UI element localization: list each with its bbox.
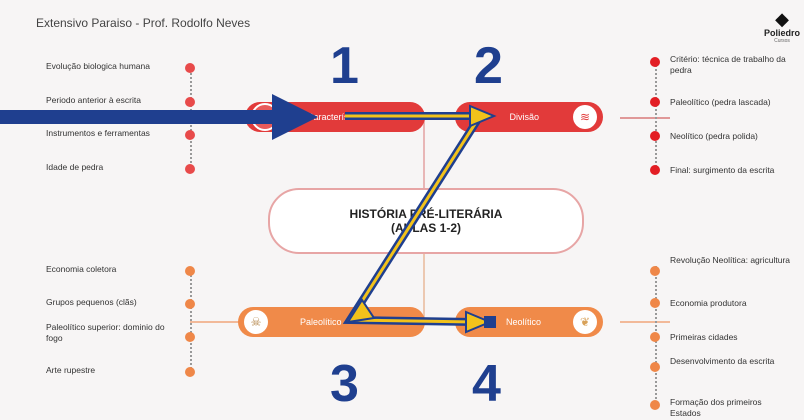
bullet-dot: [185, 164, 195, 174]
list-item: Critério: técnica de trabalho da pedra: [670, 54, 786, 75]
step-number-1: 1: [330, 37, 359, 95]
list-item: Evolução biologica humana: [46, 61, 150, 71]
wheat-icon: ❦: [573, 310, 597, 334]
central-title: HISTÓRIA PRÉ-LITERÁRIA: [349, 207, 503, 221]
bullet-dot: [650, 97, 660, 107]
logo-name: Poliedro: [763, 28, 800, 38]
bullet-dot: [650, 266, 660, 276]
list-item: Revolução Neolítica: agricultura: [670, 255, 791, 265]
step-number-2: 2: [474, 37, 503, 95]
list-item: Neolítico (pedra polida): [670, 131, 758, 141]
bullet-dot: [185, 63, 195, 73]
node-label: Neolítico: [505, 317, 541, 327]
z-path-yellow: [345, 114, 483, 324]
poliedro-logo: ◆ Poliedro Cursos: [762, 10, 802, 44]
bullet-dot: [650, 400, 660, 410]
list-item: Desenvolvimento da escrita: [670, 356, 775, 366]
node-label: Características: [307, 112, 368, 122]
poliedro-logo-icon: ◆: [775, 9, 789, 29]
bullet-dot: [650, 57, 660, 67]
list-item: Primeiras cidades: [670, 332, 738, 342]
list-item: Paleolítico (pedra lascada): [670, 97, 771, 107]
list-item: Idade de pedra: [46, 162, 104, 172]
bullet-dot: [650, 362, 660, 372]
bullet-dot: [650, 131, 660, 141]
bullet-dot: [185, 266, 195, 276]
bullet-dot: [650, 298, 660, 308]
end-square: [484, 316, 496, 328]
header-title: Extensivo Paraiso - Prof. Rodolfo Neves: [36, 16, 251, 30]
list-item: Instrumentos e ferramentas: [46, 128, 150, 138]
node-label: Paleolítico: [300, 317, 342, 327]
list-item: Economia produtora: [670, 298, 747, 308]
bullet-dot: [650, 332, 660, 342]
layers-icon: ≋: [573, 105, 597, 129]
list-item: Formação dos primeiros Estados: [670, 397, 762, 418]
bullet-dot: [185, 299, 195, 309]
list-item: Periodo anterior à escrita: [46, 95, 141, 105]
node-label: Divisão: [509, 112, 539, 122]
bullet-dot: [650, 165, 660, 175]
arrowhead: [345, 298, 376, 324]
left-bottom-dotted-line: [190, 272, 192, 372]
list-item: Paleolítico superior: dominio do fogo: [46, 322, 165, 343]
big-entry-arrowhead: [272, 94, 318, 140]
skull-icon: ☠: [244, 310, 268, 334]
bullet-dot: [185, 130, 195, 140]
right-top-dotted-line: [655, 62, 657, 170]
list-item: Grupos pequenos (clãs): [46, 297, 137, 307]
logo-sub: Cursos: [774, 38, 790, 44]
step-number-3: 3: [330, 355, 359, 413]
arrowhead: [465, 310, 493, 334]
step-number-4: 4: [472, 355, 501, 413]
list-item: Final: surgimento da escrita: [670, 165, 775, 175]
bullet-dot: [185, 332, 195, 342]
list-item: Arte rupestre: [46, 365, 96, 375]
bullet-dot: [185, 97, 195, 107]
arrowhead: [469, 104, 497, 128]
bullet-dot: [185, 367, 195, 377]
list-item: Economia coletora: [46, 264, 117, 274]
